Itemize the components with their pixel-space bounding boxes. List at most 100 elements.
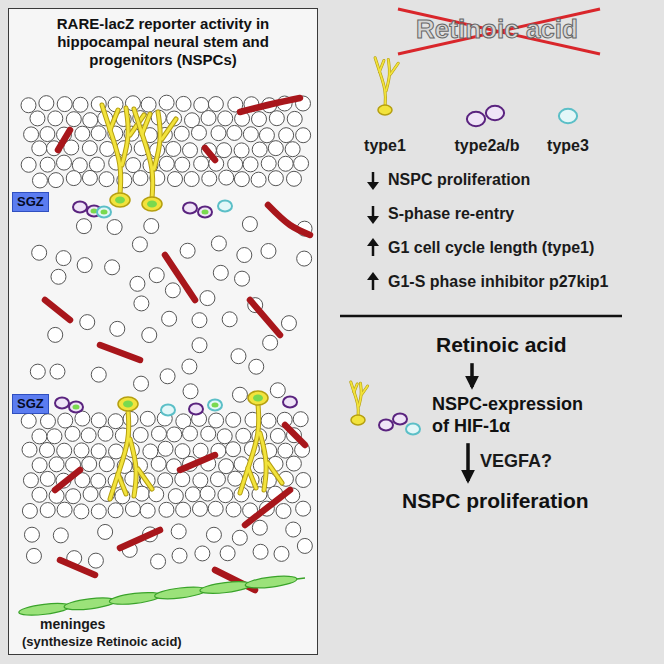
granule-cell xyxy=(217,429,232,444)
granule-cell xyxy=(159,156,174,171)
granule-cell xyxy=(259,128,274,143)
blood-vessel xyxy=(60,560,95,575)
cell-body xyxy=(110,193,130,207)
granule-cell xyxy=(40,414,55,429)
granule-cell xyxy=(32,487,47,502)
granule-cell xyxy=(32,458,47,473)
granule-cell xyxy=(91,444,106,459)
granule-cell xyxy=(274,546,289,561)
arrow-connector xyxy=(470,363,474,387)
granule-cell xyxy=(23,473,38,488)
blood-vessel xyxy=(250,300,280,335)
granule-cell xyxy=(206,527,221,542)
cell-body xyxy=(283,397,297,408)
granule-cell xyxy=(108,414,123,429)
granule-cell xyxy=(98,524,113,539)
edge-label: VEGFA? xyxy=(477,451,555,473)
region-note: (synthesize Retinoic acid) xyxy=(22,634,182,650)
type2-cell xyxy=(486,106,504,120)
cell-body xyxy=(73,202,87,213)
granule-cell xyxy=(142,328,157,343)
granule-cell xyxy=(32,429,47,444)
type1-cell xyxy=(134,109,176,211)
granule-cell xyxy=(158,441,173,456)
cross-mark xyxy=(398,9,600,54)
granule-cell xyxy=(249,359,264,374)
granule-cell xyxy=(226,502,241,517)
radial-process xyxy=(362,386,368,394)
blood-vessel xyxy=(55,470,80,490)
radial-process xyxy=(351,382,359,418)
text-node: NSPC proliferation xyxy=(398,486,593,515)
granule-cell xyxy=(236,428,251,443)
type2-cell xyxy=(55,398,69,409)
meningeal-cell xyxy=(64,596,117,612)
granule-cell xyxy=(202,171,217,186)
granule-cell xyxy=(99,457,114,472)
cell-body xyxy=(378,105,392,115)
radial-process xyxy=(268,463,282,483)
type2-cell xyxy=(73,202,87,213)
granule-cell xyxy=(149,268,164,283)
granule-cell xyxy=(32,245,47,260)
node-text: SGZ xyxy=(17,194,44,210)
granule-cell xyxy=(234,172,249,187)
reporter-nucleus xyxy=(73,405,80,410)
granule-cell xyxy=(243,127,258,142)
granule-cell xyxy=(251,172,266,187)
effect-arrowhead xyxy=(367,216,379,224)
granule-cell xyxy=(270,383,285,398)
type3-cell xyxy=(161,405,175,416)
granule-cell xyxy=(66,171,81,186)
granule-cell xyxy=(172,548,187,563)
type3-cell xyxy=(97,207,111,218)
radial-process xyxy=(354,384,357,392)
granule-cell xyxy=(227,125,242,140)
granule-cell xyxy=(261,156,276,171)
granule-cell xyxy=(242,217,257,232)
granule-cell xyxy=(21,98,36,113)
region-tag: SGZ xyxy=(12,394,49,414)
node-text: NSPC proliferation xyxy=(402,488,589,513)
crossed-label: Retinoic acid xyxy=(416,14,578,45)
type3-cell xyxy=(406,424,420,435)
reporter-nucleus xyxy=(101,210,108,215)
granule-cell xyxy=(194,97,209,112)
granule-cell xyxy=(47,429,62,444)
radial-process xyxy=(248,468,256,488)
granule-cell xyxy=(286,171,301,186)
granule-cell xyxy=(133,427,148,442)
granule-cell xyxy=(75,126,90,141)
granule-cell xyxy=(281,316,296,331)
granule-cell xyxy=(231,349,246,364)
granule-cell xyxy=(140,503,155,518)
granule-cell xyxy=(91,126,106,141)
granule-cell xyxy=(171,524,186,539)
effect-arrowhead xyxy=(367,182,379,190)
radial-process xyxy=(138,469,152,489)
granule-cell xyxy=(26,548,41,563)
granule-cell xyxy=(91,367,106,382)
reporter-nucleus xyxy=(202,210,209,215)
reporter-nucleus xyxy=(212,403,219,408)
granule-cell xyxy=(235,271,250,286)
granule-cell xyxy=(226,412,241,427)
granule-cell xyxy=(208,501,223,516)
granule-cell xyxy=(218,488,233,503)
granule-cell xyxy=(32,141,47,156)
granule-cell xyxy=(57,502,72,517)
region-label: meninges xyxy=(40,616,105,633)
granule-cell xyxy=(162,311,177,326)
radial-process xyxy=(122,108,128,165)
radial-process xyxy=(362,386,368,394)
granule-cell xyxy=(74,443,89,458)
granule-cell xyxy=(24,527,39,542)
granule-cell xyxy=(40,127,55,142)
granule-cell xyxy=(226,442,241,457)
cell-body xyxy=(55,398,69,409)
granule-cell xyxy=(82,457,97,472)
granule-cell xyxy=(168,489,183,504)
granule-cell xyxy=(125,502,140,517)
granule-cell xyxy=(219,459,234,474)
granule-cell xyxy=(30,111,45,126)
